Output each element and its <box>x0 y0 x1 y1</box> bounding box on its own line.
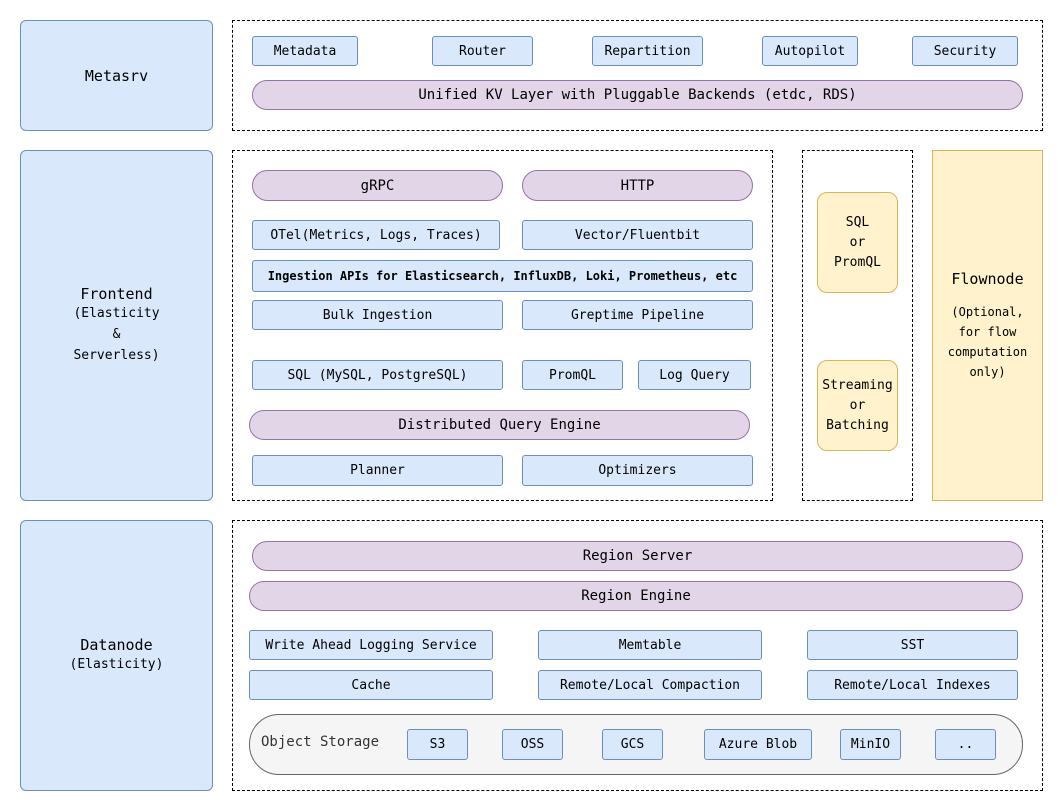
security-box: Security <box>912 36 1018 66</box>
http-pill: HTTP <box>522 170 753 201</box>
promql-box: PromQL <box>522 360 623 390</box>
flownode-subtitle-4: only) <box>969 364 1006 379</box>
router-box: Router <box>432 36 533 66</box>
flow-container <box>802 150 913 501</box>
frontend-container <box>232 150 773 501</box>
bulk-ingestion-box: Bulk Ingestion <box>252 300 503 330</box>
gcs-box: GCS <box>602 729 663 760</box>
frontend-layer: Frontend (Elasticity & Serverless) <box>20 150 213 501</box>
streaming-batching-box: Streaming or Batching <box>817 360 898 451</box>
flownode-subtitle-2: for flow <box>958 324 1017 339</box>
frontend-subtitle-3: Serverless) <box>73 348 160 363</box>
metasrv-container <box>232 20 1043 131</box>
sql-box: SQL (MySQL, PostgreSQL) <box>252 360 503 390</box>
frontend-subtitle-2: & <box>112 327 121 342</box>
object-storage-label: Object Storage <box>261 734 380 750</box>
sst-box: SST <box>807 630 1018 660</box>
indexes-box: Remote/Local Indexes <box>807 670 1018 700</box>
datanode-layer: Datanode (Elasticity) <box>20 520 213 791</box>
sql-or-promql-line-3: PromQL <box>834 254 881 270</box>
flownode-subtitle-1: (Optional, <box>951 304 1024 319</box>
flownode-subtitle-3: computation <box>947 344 1028 359</box>
wal-box: Write Ahead Logging Service <box>249 630 493 660</box>
sql-or-promql-box: SQL or PromQL <box>817 192 898 293</box>
metasrv-title: Metasrv <box>84 66 149 85</box>
repartition-box: Repartition <box>592 36 703 66</box>
greptime-pipeline-box: Greptime Pipeline <box>522 300 753 330</box>
metadata-box: Metadata <box>252 36 358 66</box>
sql-or-promql-line-1: SQL <box>845 214 870 230</box>
memtable-box: Memtable <box>538 630 762 660</box>
frontend-title: Frontend <box>80 285 153 303</box>
ingestion-apis-box: Ingestion APIs for Elasticsearch, Influx… <box>252 260 753 292</box>
flownode-layer: Flownode (Optional, for flow computation… <box>932 150 1043 501</box>
oss-box: OSS <box>502 729 563 760</box>
optimizers-box: Optimizers <box>522 455 753 486</box>
query-engine-pill: Distributed Query Engine <box>249 410 750 440</box>
log-query-box: Log Query <box>638 360 751 390</box>
cache-box: Cache <box>249 670 493 700</box>
autopilot-box: Autopilot <box>762 36 858 66</box>
region-server-pill: Region Server <box>252 541 1023 571</box>
datanode-title: Datanode <box>80 636 153 654</box>
metasrv-layer: Metasrv <box>20 20 213 131</box>
otel-box: OTel(Metrics, Logs, Traces) <box>252 220 500 250</box>
streaming-line-3: Batching <box>826 417 889 433</box>
azure-blob-box: Azure Blob <box>704 729 812 760</box>
datanode-container <box>232 520 1043 791</box>
datanode-subtitle: (Elasticity) <box>69 657 164 672</box>
streaming-line-2: or <box>849 397 866 413</box>
streaming-line-1: Streaming <box>822 377 893 393</box>
sql-or-promql-line-2: or <box>849 234 866 250</box>
frontend-subtitle-1: (Elasticity <box>73 306 160 321</box>
flownode-title: Flownode <box>951 269 1024 288</box>
more-storage-box: .. <box>935 729 996 760</box>
grpc-pill: gRPC <box>252 170 503 201</box>
region-engine-pill: Region Engine <box>249 581 1023 611</box>
planner-box: Planner <box>252 455 503 486</box>
vector-fluentbit-box: Vector/Fluentbit <box>522 220 753 250</box>
compaction-box: Remote/Local Compaction <box>538 670 762 700</box>
kv-layer-pill: Unified KV Layer with Pluggable Backends… <box>252 80 1023 110</box>
minio-box: MinIO <box>840 729 901 760</box>
s3-box: S3 <box>407 729 468 760</box>
